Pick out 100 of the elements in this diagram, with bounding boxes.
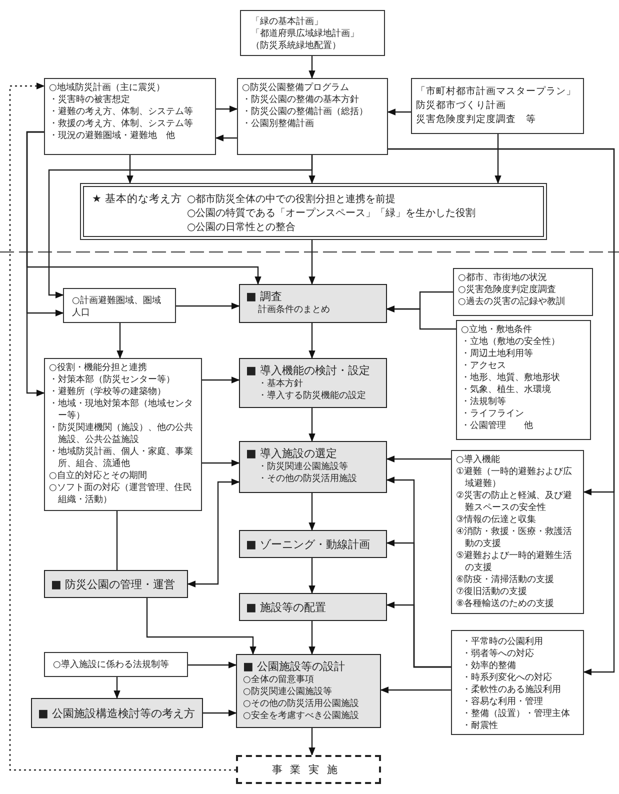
list-item: ・柔軟性のある施設利用: [462, 684, 562, 696]
arrow: [308, 558, 316, 594]
note-box: [411, 78, 584, 134]
list-item: ○都市防災全体の中での役割分担と連携を前提: [187, 193, 397, 207]
note-box: [451, 630, 584, 735]
arrow: [176, 302, 240, 310]
box-heading: ■ 公園施設等の設計: [243, 659, 346, 674]
arrow: [386, 602, 451, 668]
arrow: [116, 323, 124, 359]
dashed-box: [236, 755, 381, 784]
list-item: ・平常時の公園利用: [462, 636, 544, 648]
list-item: ・導入する防災機能の設定: [257, 390, 367, 402]
list-item: ・容易な利用・管理: [462, 696, 544, 708]
list-item: ①避難（一時的避難および広域避難）: [456, 466, 574, 490]
box-heading: ■ 防災公園の管理・運営: [51, 576, 175, 592]
arrow: [187, 478, 240, 588]
list-item: ・防災関連公園施設等: [257, 461, 349, 473]
list-item: ・時系列変化への対応: [462, 672, 553, 684]
box-heading: ■ 導入施設の選定: [246, 446, 338, 461]
arrow: [308, 728, 316, 756]
arrow: [216, 106, 238, 112]
step-box: [44, 570, 188, 598]
step-box: [31, 698, 203, 728]
list-item: ・立地（敷地の安全性）: [461, 336, 561, 348]
list-item: ○自立的対応とその期間: [49, 470, 148, 482]
arrow: [308, 240, 316, 285]
list-item: ・災害時の被害想定: [49, 94, 131, 106]
note-box: [240, 10, 385, 56]
note-box: [456, 320, 591, 440]
arrow: [308, 408, 316, 442]
box-heading: ○地域防災計画（主に震災）: [49, 82, 166, 94]
list-item: ④消防・救援・医療・救護活動の支援: [456, 526, 574, 550]
list-item: ・効率的整備: [462, 660, 517, 672]
list-item: ○災害危険度判定度調査: [458, 284, 557, 296]
note-box: [44, 358, 202, 511]
list-item: ○公園の日常性との整合: [187, 221, 297, 235]
list-item: ・公園別整備計画: [242, 118, 315, 130]
list-item: ○ソフト面の対応（運営管理、住民組織・活動）: [49, 482, 193, 506]
arrow: [308, 621, 316, 655]
list-item: ○安全を考慮すべき公園施設: [243, 710, 360, 722]
box-heading: ■ 導入機能の検討・設定: [246, 363, 371, 378]
list-item: ・地域防災計画、個人・家庭、事業所、組合、流通他: [49, 446, 194, 470]
list-item: ・地形、地質、敷地形状: [461, 372, 561, 384]
list-item: ○防災関連公園施設等: [243, 686, 333, 698]
step-box: [239, 358, 387, 408]
note-box: [453, 268, 593, 316]
box-heading: ■ 調査: [246, 289, 283, 304]
arrow: [388, 148, 615, 676]
arrow: [48, 155, 313, 298]
list-item: ・ライフライン: [461, 408, 525, 420]
principle-box: [80, 183, 547, 240]
box-heading: ○都市、市街地の状況: [458, 272, 548, 284]
box-heading: ○防災公園整備プログラム: [242, 82, 350, 94]
step-box: [239, 441, 387, 493]
step-box: [239, 593, 387, 621]
box-heading: ★ 基本的な考え方: [92, 193, 183, 207]
list-item: ・救援の考え方、体制、システム等: [49, 118, 194, 130]
arrow: [387, 108, 411, 116]
list-item: 防災都市づくり計画: [416, 99, 507, 113]
note-box: [237, 78, 388, 155]
list-item: ・現況の避難圏域・避難地 他: [49, 130, 176, 142]
arrow: [308, 56, 316, 79]
arrow: [146, 598, 256, 655]
arrow: [386, 456, 451, 462]
list-item: ・地域・現地対策本部（地域センター等）: [49, 398, 194, 422]
step-box: [239, 530, 387, 558]
list-item: ○その他の防災活用公園施設: [243, 698, 360, 710]
arrow: [9, 82, 236, 771]
list-item: ・公園管理 他: [461, 420, 534, 432]
arrow: [188, 662, 237, 668]
note-box: [451, 450, 584, 614]
list-item: ・整備（設置）・管理主体: [462, 708, 571, 720]
list-item: ・気象、植生、水環境: [461, 384, 552, 396]
list-item: ⑥防疫・清掃活動の支援: [456, 574, 556, 586]
note-box: [63, 288, 176, 323]
box-heading: ■ 公園施設構造検討等の考え方: [38, 706, 195, 720]
list-item: ・対策本部（防災センター等）: [49, 374, 176, 386]
list-item: ・その他の防災活用施設: [257, 473, 358, 485]
list-item: ○導入施設に係わる法規制等: [53, 659, 170, 671]
arrow: [202, 376, 240, 384]
arrow: [386, 306, 456, 330]
arrow: [26, 131, 45, 396]
step-box: [236, 654, 381, 728]
box-heading: ■ ゾーニング・動線計画: [246, 536, 370, 552]
arrow: [114, 677, 120, 699]
box-heading: 事業実施: [272, 764, 346, 776]
list-item: ・避難の考え方、体制、システム等: [49, 106, 194, 118]
list-item: ・避難所（学校等の建築物）: [49, 386, 167, 398]
list-item: ○全体の留意事項: [243, 674, 315, 686]
note-box: [44, 78, 216, 155]
list-item: ・耐震性: [462, 720, 499, 732]
arrow: [494, 134, 502, 184]
list-item: ③情報の伝達と収集: [456, 514, 538, 526]
list-item: 「都道府県広域緑地計画」: [251, 28, 360, 40]
arrow: [202, 460, 240, 466]
arrow: [308, 323, 316, 359]
arrow: [380, 686, 451, 694]
box-heading: ○立地・敷地条件: [461, 324, 533, 336]
list-item: ⑤避難および一時的避難生活の支援: [456, 550, 574, 574]
list-item: ⑧各種輸送のための支援: [456, 598, 556, 610]
